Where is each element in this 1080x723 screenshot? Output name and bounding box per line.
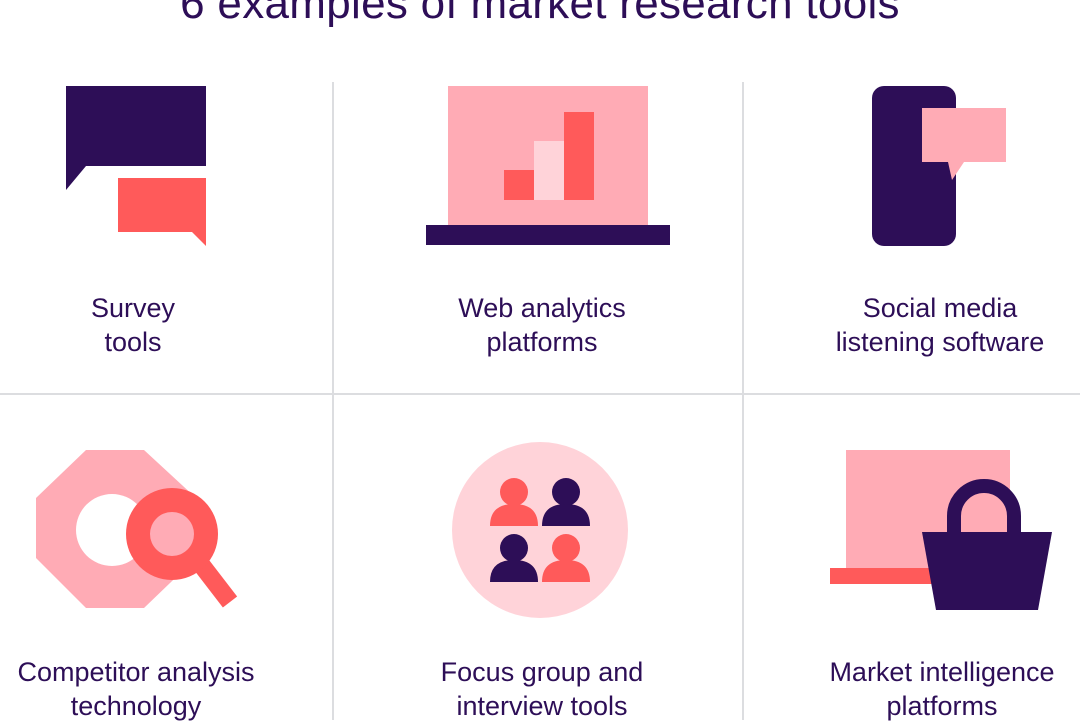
laptop-bar-chart-icon [426,86,670,245]
tool-label-line: Social media [862,293,1018,323]
group-people-icon [452,442,628,618]
tool-label-line: interview tools [456,691,628,721]
grid-divider-horizontal [0,393,1080,395]
tool-label-line: tools [104,327,162,357]
tool-label-survey: Survey tools [0,291,283,359]
grid-divider-vertical-left [332,82,334,720]
tool-label-line: Market intelligence [829,657,1055,687]
tool-label-social-media: Social media listening software [790,291,1080,359]
tool-label-line: platforms [886,691,998,721]
tool-label-focus-group: Focus group and interview tools [392,655,692,723]
tool-label-competitor-analysis: Competitor analysis technology [0,655,286,723]
phone-chat-icon [872,86,1006,246]
tool-label-line: Focus group and [440,657,644,687]
tool-label-line: Competitor analysis [17,657,255,687]
page-title: 6 examples of market research tools [180,0,900,28]
tool-label-line: Web analytics [458,293,626,323]
tool-label-market-intelligence: Market intelligence platforms [792,655,1080,723]
tool-label-line: platforms [486,327,598,357]
grid-divider-vertical-right [742,82,744,720]
tool-label-line: technology [70,691,202,721]
tool-label-line: listening software [835,327,1045,357]
magnifying-glass-icon [36,450,238,608]
speech-bubbles-icon [66,86,206,246]
laptop-shopping-bag-icon [830,450,1052,610]
tool-label-line: Survey [90,293,176,323]
tool-label-web-analytics: Web analytics platforms [392,291,692,359]
